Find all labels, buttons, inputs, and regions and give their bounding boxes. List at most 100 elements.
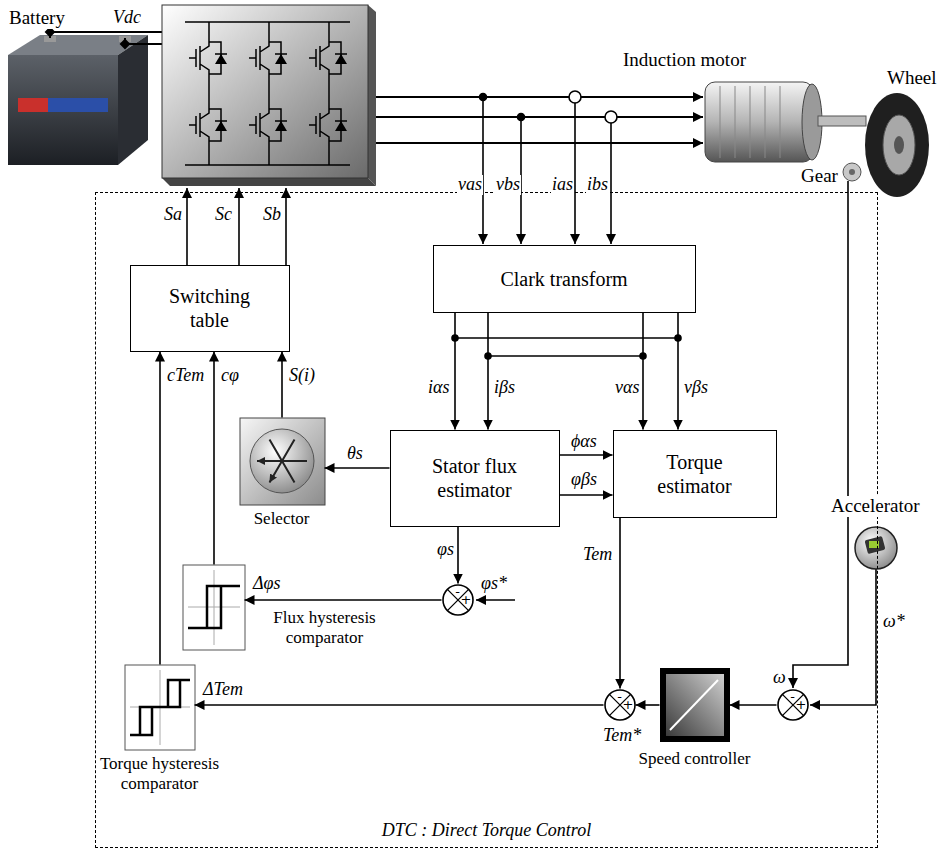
torque-hysteresis-icon (130, 670, 190, 745)
gear-illustration (849, 169, 855, 175)
inverter-illustration (309, 38, 347, 78)
inverter-illustration (162, 178, 376, 186)
signal-name: Tem* (602, 726, 642, 746)
switch-signals (186, 188, 188, 265)
part-name: Accelerator (830, 496, 921, 517)
inverter-illustration (249, 38, 287, 78)
speed-controller-icon (670, 680, 718, 730)
block-label: Selector (232, 509, 332, 529)
gear-illustration (843, 163, 861, 181)
dc-wires (46, 28, 162, 48)
inverter-illustration (162, 5, 376, 186)
signal-name: cφ (220, 366, 240, 386)
signal-arrow (213, 352, 215, 565)
block-label: Stator flux estimator (415, 454, 535, 502)
dc-wires (125, 38, 162, 44)
wheel-illustration (865, 93, 929, 197)
signal-arrow (619, 518, 621, 689)
sign-text: + (461, 593, 472, 606)
signal-name: φs* (480, 574, 508, 594)
summing-junction: -+ (777, 689, 809, 721)
dashed-region: DTC : Direct Torque Control Switching tab… (95, 192, 878, 848)
accelerator-icon (855, 527, 897, 569)
signal-name: vαs (614, 378, 640, 398)
signal-name: ω (772, 668, 787, 688)
signal-name: ϕαs (570, 432, 598, 452)
wheel-illustration (865, 93, 929, 197)
block-label: Clark transform (500, 267, 627, 291)
signal-arrow (642, 313, 644, 430)
hysteresis-comparator: Flux hysteresis comparator (183, 565, 245, 650)
signal-arrow (560, 454, 613, 456)
signal-name: ΔTem (202, 680, 244, 700)
torque-hysteresis-icon (125, 665, 195, 750)
signal-arrow (677, 313, 679, 430)
process-box: Clark transform (433, 245, 696, 313)
signal-name: ias (551, 175, 574, 195)
dc-wires (121, 40, 129, 48)
sign-text: - (617, 690, 622, 703)
motor-illustration (705, 82, 813, 162)
torque-hysteresis-icon (125, 665, 195, 750)
signal-arrow (195, 704, 604, 706)
selector-icon (250, 429, 314, 493)
signal-arrow (487, 313, 489, 430)
inverter-illustration (209, 22, 329, 165)
accelerator-icon (855, 527, 897, 569)
signal-name: φβs (570, 470, 598, 490)
signal-arrow (560, 494, 613, 496)
part-name: Wheel (886, 68, 938, 89)
inverter-illustration (185, 22, 350, 165)
region-title: DTC : Direct Torque Control (96, 820, 877, 841)
signal-name: S(i) (288, 366, 316, 386)
signal-arrow (454, 313, 456, 430)
measurement-taps (480, 91, 618, 244)
flux-hysteresis-icon (188, 586, 240, 628)
signal-name: ibs (586, 175, 609, 195)
switch-signals (187, 188, 286, 265)
speed-controller-icon (666, 674, 724, 736)
signal-bus (452, 335, 681, 359)
hysteresis-comparator: Torque hysteresis comparator (125, 665, 195, 750)
torque-hysteresis-icon (130, 680, 190, 735)
sign-text: - (455, 585, 460, 598)
inverter-illustration (162, 5, 368, 178)
gear-illustration (843, 163, 861, 181)
dc-wires (46, 28, 54, 36)
inverter-illustration (189, 105, 227, 145)
switch-signals (285, 188, 287, 265)
flux-hysteresis-icon (188, 570, 240, 645)
battery-illustration (8, 55, 118, 165)
summing-circle (605, 690, 635, 720)
signal-name: Tem (582, 545, 613, 565)
signal-name: vas (457, 175, 483, 195)
signal-name: vbs (495, 175, 521, 195)
dc-wires (50, 32, 162, 38)
signal-name: ω* (882, 612, 906, 632)
measurement-taps (574, 103, 576, 244)
motor-wires (376, 142, 703, 144)
summing-circle (443, 585, 473, 615)
signal-name: Sa (163, 205, 183, 225)
block-label: Speed controller (625, 749, 765, 769)
inverter-illustration (368, 5, 376, 186)
block-label: Torque estimator (640, 450, 750, 498)
motor-wires (376, 96, 703, 98)
selector-icon (240, 418, 325, 505)
measurement-taps (569, 91, 581, 103)
block-label: Flux hysteresis comparator (250, 608, 400, 649)
selector-icon (240, 418, 325, 505)
signal-arrow (325, 467, 390, 469)
block-label: Switching table (155, 284, 265, 332)
signal-arrow (636, 704, 660, 706)
summing-junction: -+ (604, 689, 636, 721)
part-name: Battery (8, 8, 66, 29)
motor-wires (376, 116, 703, 118)
sign-text: + (623, 698, 634, 711)
switch-signals (238, 188, 240, 265)
part-name: Induction motor (622, 50, 747, 71)
sign-text: + (796, 698, 807, 711)
